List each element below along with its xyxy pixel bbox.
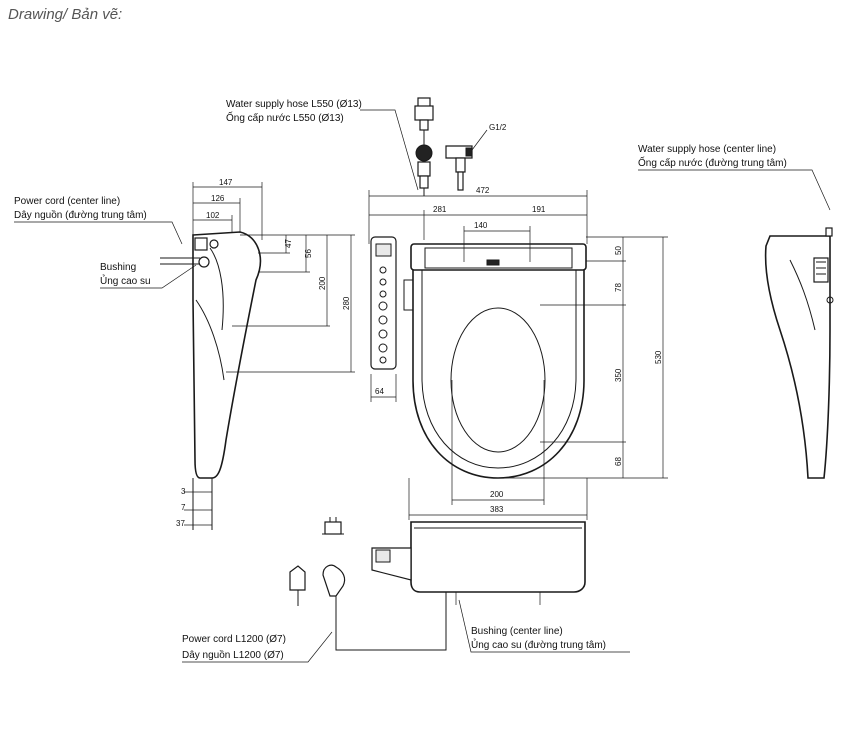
dim-68: 68 xyxy=(614,457,623,466)
thread-label: G1/2 xyxy=(489,123,507,132)
dim-7: 7 xyxy=(181,503,186,512)
water-center-label-en: Water supply hose (center line) xyxy=(638,144,776,155)
dim-102: 102 xyxy=(206,211,220,220)
remote-control-drawing xyxy=(370,236,397,370)
side-view-left xyxy=(192,231,262,530)
dim-200: 200 xyxy=(318,276,327,290)
power-cord-label-vi: Dây nguồn L1200 (Ø7) xyxy=(182,649,284,661)
dim-3: 3 xyxy=(181,487,186,496)
dim-64: 64 xyxy=(375,387,384,396)
dim-280: 280 xyxy=(342,296,351,310)
bushing-center-label-vi: Ủng cao su (đường trung tâm) xyxy=(471,638,606,651)
side-view-right xyxy=(764,227,834,479)
page-title: Drawing/ Bản vẽ: xyxy=(8,6,123,23)
bushing-label-en: Bushing xyxy=(100,262,136,273)
dim-530: 530 xyxy=(654,350,663,364)
power-cord-label-en: Power cord L1200 (Ø7) xyxy=(182,634,286,645)
dim-147: 147 xyxy=(219,178,233,187)
water-center-label-vi: Ống cấp nước (đường trung tâm) xyxy=(638,155,787,169)
dim-350: 350 xyxy=(614,368,623,382)
dim-383: 383 xyxy=(490,505,504,514)
bushing-center-label-en: Bushing (center line) xyxy=(471,626,563,637)
water-hose-label-en: Water supply hose L550 (Ø13) xyxy=(226,99,362,110)
dim-281: 281 xyxy=(433,205,447,214)
seat-top-view xyxy=(403,243,587,479)
dim-37: 37 xyxy=(176,519,185,528)
dim-140: 140 xyxy=(474,221,488,230)
dim-126: 126 xyxy=(211,194,225,203)
dim-78: 78 xyxy=(614,283,623,292)
dim-50: 50 xyxy=(614,246,623,255)
power-center-label-vi: Dây nguồn (đường trung tâm) xyxy=(14,209,147,221)
water-supply-hose-drawing xyxy=(414,97,488,196)
dim-472: 472 xyxy=(476,186,490,195)
bushing-label-vi: Ủng cao su xyxy=(100,274,151,287)
water-hose-label-vi: Ống cấp nước L550 (Ø13) xyxy=(226,110,344,124)
power-center-label-en: Power cord (center line) xyxy=(14,196,120,207)
power-plug-drawing xyxy=(289,517,447,651)
dim-200b: 200 xyxy=(490,490,504,499)
dim-56: 56 xyxy=(304,249,313,258)
dim-47: 47 xyxy=(284,239,293,248)
dim-191: 191 xyxy=(532,205,546,214)
front-view xyxy=(371,521,586,605)
